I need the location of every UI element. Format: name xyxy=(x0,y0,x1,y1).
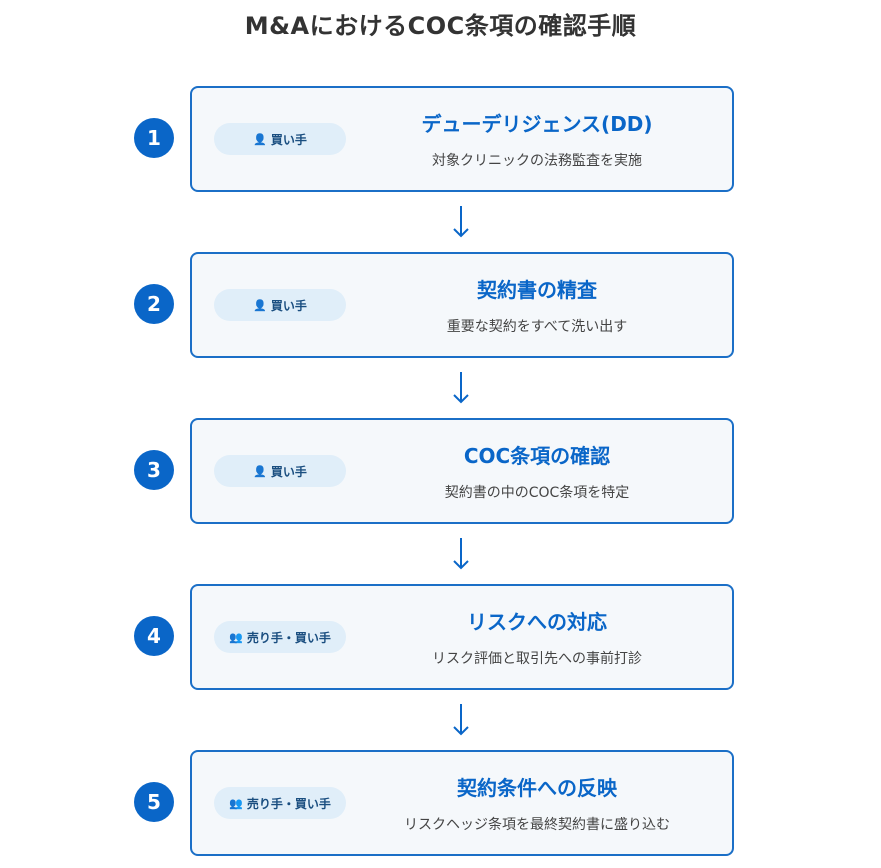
actor-label: 売り手・買い手 xyxy=(246,630,331,645)
step-4: 4 👥 売り手・買い手 リスクへの対応 リスク評価と取引先への事前打診 xyxy=(0,584,881,690)
step-number-badge: 4 xyxy=(134,616,174,656)
actor-label: 買い手 xyxy=(270,464,307,479)
actor-label: 売り手・買い手 xyxy=(246,796,331,811)
people-icon: 👥 xyxy=(229,796,243,810)
step-1: 1 👤 買い手 デューデリジェンス(DD) 対象クリニックの法務監査を実施 xyxy=(0,86,881,192)
diagram-title: M&AにおけるCOC条項の確認手順 xyxy=(244,12,637,40)
step-description: リスクヘッジ条項を最終契約書に盛り込む xyxy=(404,817,670,833)
step-number-badge: 1 xyxy=(134,118,174,158)
person-icon: 👤 xyxy=(253,464,267,478)
step-title: COC条項の確認 xyxy=(463,444,611,468)
step-title: 契約条件への反映 xyxy=(457,776,617,800)
step-number-badge: 5 xyxy=(134,782,174,822)
down-arrow-icon xyxy=(453,206,469,238)
step-description: 重要な契約をすべて洗い出す xyxy=(446,319,628,335)
step-3: 3 👤 買い手 COC条項の確認 契約書の中のCOC条項を特定 xyxy=(0,418,881,524)
step-title: リスクへの対応 xyxy=(467,610,607,634)
actor-badge: 👥 売り手・買い手 xyxy=(214,621,346,653)
down-arrow-icon xyxy=(453,538,469,570)
step-card: 👥 売り手・買い手 リスクへの対応 リスク評価と取引先への事前打診 xyxy=(190,584,734,690)
people-icon: 👥 xyxy=(229,630,243,644)
step-card: 👤 買い手 デューデリジェンス(DD) 対象クリニックの法務監査を実施 xyxy=(190,86,734,192)
down-arrow-icon xyxy=(453,372,469,404)
step-description: リスク評価と取引先への事前打診 xyxy=(432,651,642,667)
person-icon: 👤 xyxy=(253,132,267,146)
actor-label: 買い手 xyxy=(270,298,307,313)
actor-badge: 👤 買い手 xyxy=(214,123,346,155)
step-number-badge: 2 xyxy=(134,284,174,324)
actor-label: 買い手 xyxy=(270,132,307,147)
step-2: 2 👤 買い手 契約書の精査 重要な契約をすべて洗い出す xyxy=(0,252,881,358)
actor-badge: 👤 買い手 xyxy=(214,289,346,321)
step-description: 対象クリニックの法務監査を実施 xyxy=(432,153,642,169)
person-icon: 👤 xyxy=(253,298,267,312)
step-title: デューデリジェンス(DD) xyxy=(421,112,653,136)
actor-badge: 👤 買い手 xyxy=(214,455,346,487)
step-title: 契約書の精査 xyxy=(477,278,597,302)
step-card: 👥 売り手・買い手 契約条件への反映 リスクヘッジ条項を最終契約書に盛り込む xyxy=(190,750,734,856)
step-card: 👤 買い手 COC条項の確認 契約書の中のCOC条項を特定 xyxy=(190,418,734,524)
down-arrow-icon xyxy=(453,704,469,736)
actor-badge: 👥 売り手・買い手 xyxy=(214,787,346,819)
step-5: 5 👥 売り手・買い手 契約条件への反映 リスクヘッジ条項を最終契約書に盛り込む xyxy=(0,750,881,856)
step-card: 👤 買い手 契約書の精査 重要な契約をすべて洗い出す xyxy=(190,252,734,358)
step-number-badge: 3 xyxy=(134,450,174,490)
step-description: 契約書の中のCOC条項を特定 xyxy=(444,485,630,501)
